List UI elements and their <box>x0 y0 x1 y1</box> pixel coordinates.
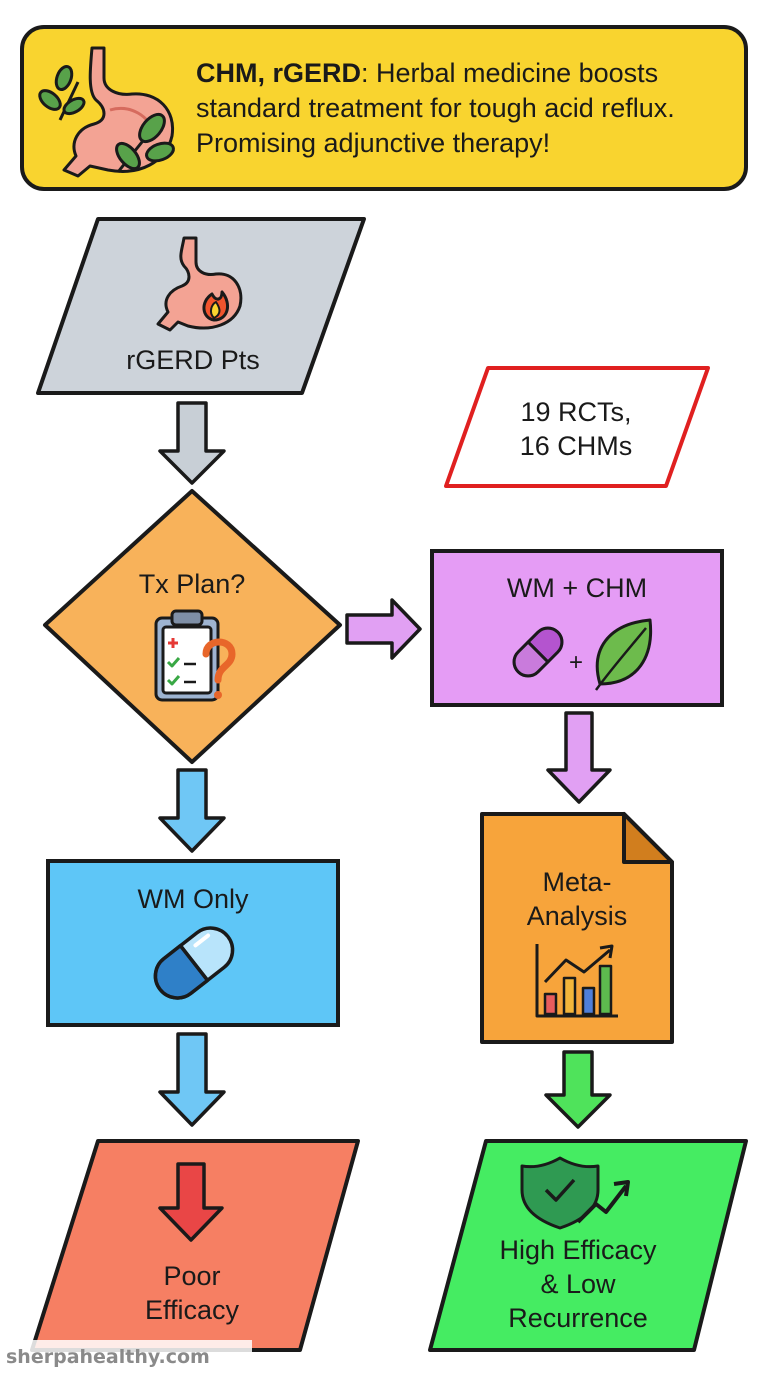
meta-label-line1: Meta- <box>542 867 612 897</box>
banner-bold-lead: CHM, rGERD <box>196 58 362 88</box>
poor-efficacy-node <box>30 1139 360 1352</box>
wm-only-label: WM Only <box>137 884 249 914</box>
studies-node <box>444 366 710 488</box>
decision-label: Tx Plan? <box>138 569 246 599</box>
high-label-line1: High Efficacy <box>499 1235 657 1265</box>
leaf-icon <box>594 618 653 691</box>
banner-rest: : Herbal medicine boosts standard treatm… <box>196 58 675 158</box>
patients-label: rGERD Pts <box>126 345 260 375</box>
down-arrow-patients-decision <box>158 401 226 485</box>
banner-summary: CHM, rGERD: Herbal medicine boosts stand… <box>196 56 744 161</box>
studies-label-line2: 16 CHMs <box>519 431 633 461</box>
down-arrow-wmonly-poor <box>158 1032 226 1127</box>
stomach-fire-icon <box>156 236 243 332</box>
high-label-line2: & Low <box>540 1269 616 1299</box>
high-label-line3: Recurrence <box>508 1303 648 1333</box>
down-arrow-meta-high <box>544 1050 612 1129</box>
combo-label: WM + CHM <box>506 573 648 603</box>
watermark: sherpahealthy.com <box>0 1340 252 1374</box>
meta-analysis-node <box>480 812 674 1044</box>
right-arrow-decision-combo <box>345 598 422 660</box>
poor-label-line2: Efficacy <box>144 1295 240 1325</box>
clipboard-question-icon <box>154 609 236 702</box>
shield-check-icon <box>520 1156 630 1230</box>
high-efficacy-node <box>428 1139 748 1352</box>
capsule-icon <box>512 626 564 678</box>
poor-label-line1: Poor <box>163 1261 221 1291</box>
down-arrow-decision-wmonly <box>158 768 226 853</box>
down-arrow-combo-meta <box>546 711 612 804</box>
combo-plus: + <box>568 649 583 676</box>
meta-label-line2: Analysis <box>526 901 628 931</box>
stomach-herb-icon <box>38 46 175 178</box>
meta-analysis-fold <box>622 812 674 864</box>
pill-icon <box>153 926 235 1000</box>
bar-chart-icon <box>535 944 618 1018</box>
banner-box <box>20 25 748 191</box>
down-arrow-icon <box>158 1162 224 1242</box>
combo-node <box>430 549 724 707</box>
studies-label-line1: 19 RCTs, <box>520 397 632 427</box>
